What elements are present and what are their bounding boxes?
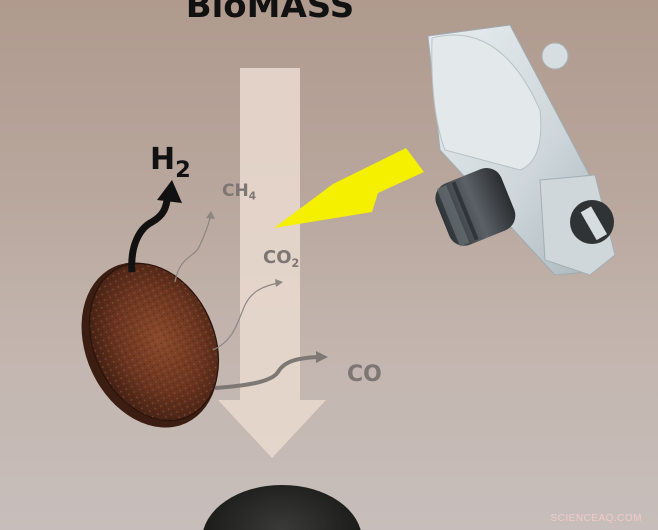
co-arrow (214, 355, 319, 390)
label-ch4: CH4 (222, 181, 257, 203)
diagram-title: BioMASS (185, 0, 355, 26)
biomass-pellet (81, 262, 220, 428)
label-h2: H2 (150, 142, 191, 183)
label-co2: CO2 (263, 247, 300, 270)
light-bolt-icon (274, 148, 424, 228)
co2-arrow (212, 282, 279, 351)
label-co: CO (347, 362, 382, 387)
process-flow-arrow (218, 68, 326, 458)
lamp-illustration (427, 24, 616, 276)
watermark: SCIENCEAQ.COM (550, 513, 642, 524)
ch4-arrow (174, 217, 211, 283)
char-residue (203, 485, 361, 530)
h2-arrow (128, 195, 172, 273)
gas-flow-arrows (174, 217, 279, 351)
